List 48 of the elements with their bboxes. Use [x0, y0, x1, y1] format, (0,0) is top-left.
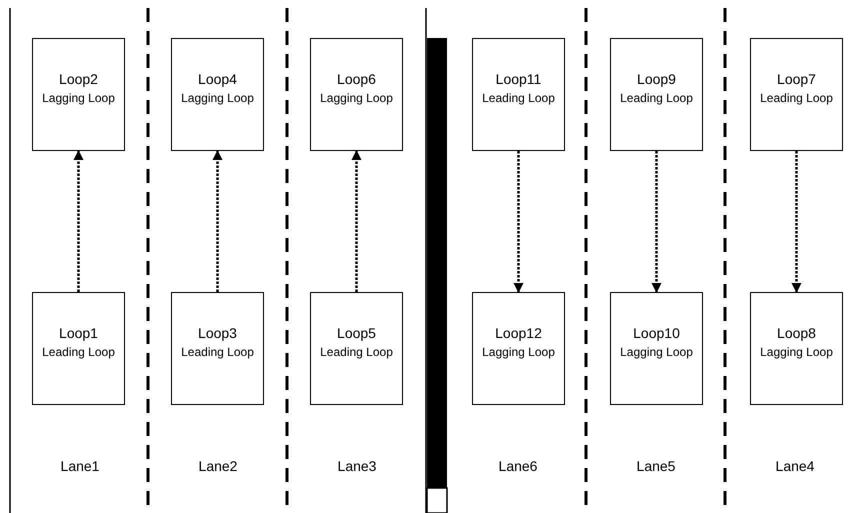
loop-name: Loop12 [495, 325, 542, 341]
arrow [74, 150, 84, 292]
loop-name: Loop10 [633, 325, 680, 341]
arrow [514, 151, 524, 293]
lane-label: Lane1 [60, 458, 100, 474]
loop-box [32, 38, 125, 151]
arrow [792, 151, 802, 293]
loop-name: Loop7 [777, 71, 816, 87]
loop-type: Leading Loop [620, 91, 693, 105]
loop-type: Leading Loop [482, 91, 555, 105]
loop-box [310, 292, 403, 405]
loop-type: Lagging Loop [320, 91, 393, 105]
loop-box [750, 38, 843, 151]
lane-label: Lane4 [774, 458, 816, 474]
loop-box [171, 292, 264, 405]
loop-box [610, 38, 703, 151]
loop-box [610, 292, 703, 405]
loop-name: Loop8 [777, 325, 816, 341]
loop-type: Lagging Loop [42, 91, 115, 105]
loop-type: Lagging Loop [181, 91, 254, 105]
lane-label: Lane2 [198, 458, 238, 474]
loop-name: Loop9 [637, 71, 676, 87]
loop-type: Leading Loop [760, 91, 833, 105]
loop-box [32, 292, 125, 405]
lane-label: Lane5 [636, 458, 676, 474]
loop-name: Loop6 [337, 71, 376, 87]
loop-name: Loop4 [198, 71, 237, 87]
loop-name: Loop2 [59, 71, 98, 87]
loop-name: Loop3 [198, 325, 237, 341]
loop-type: Leading Loop [181, 345, 254, 359]
loop-box [310, 38, 403, 151]
loop-type: Lagging Loop [482, 345, 555, 359]
lane-label: Lane6 [498, 458, 538, 474]
loop-box [750, 292, 843, 405]
loop-type: Lagging Loop [760, 345, 833, 359]
loop-name: Loop1 [59, 325, 98, 341]
loop-box [472, 38, 565, 151]
loop-type: Lagging Loop [620, 345, 693, 359]
arrow [212, 150, 222, 292]
arrow [652, 151, 662, 293]
loop-name: Loop5 [337, 325, 376, 341]
lane-label: Lane3 [336, 458, 378, 474]
loop-type: Leading Loop [42, 345, 115, 359]
loop-name: Loop11 [496, 71, 542, 87]
arrow [352, 150, 362, 292]
loop-type: Leading Loop [320, 345, 393, 359]
loop-box [171, 38, 264, 151]
loop-box [472, 292, 565, 405]
